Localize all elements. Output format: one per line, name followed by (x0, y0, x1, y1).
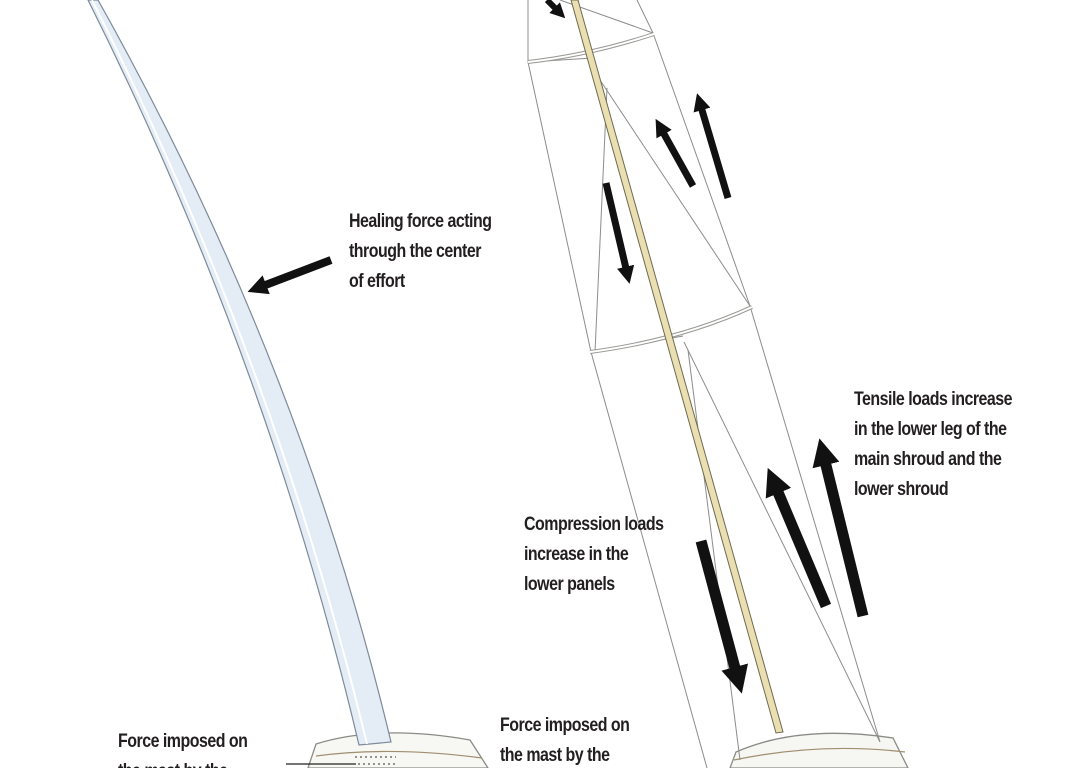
left-mast-base-fitting (355, 756, 396, 765)
force-on-mast-right-label: Force imposed on the mast by the (500, 711, 630, 768)
right-rig-figure (527, 0, 909, 768)
compression-loads-label-line-1: Compression loads (524, 514, 664, 535)
compression-loads-label: Compression loads increase in the lower … (524, 510, 664, 600)
tensile-loads-label-line-3: main shroud and the (854, 449, 1002, 470)
force-on-mast-right-line-2: the mast by the (500, 745, 610, 766)
left-mast-figure (87, 0, 489, 768)
force-on-mast-left-line-2: the mast by the (118, 757, 247, 768)
healing-force-label: Healing force acting through the center … (349, 207, 492, 297)
lower-tensile-arrow-right (812, 438, 869, 618)
force-on-mast-left-line-1: Force imposed on (118, 731, 248, 752)
healing-force-label-line-3: of effort (349, 271, 405, 292)
healing-force-label-line-1: Healing force acting (349, 211, 492, 232)
tensile-loads-label-line-2: in the lower leg of the (854, 419, 1007, 440)
rigging-lines (527, 0, 881, 768)
left-hull-edge (315, 750, 483, 759)
tensile-loads-label: Tensile loads increase in the lower leg … (854, 385, 1013, 505)
force-on-mast-right-line-1: Force imposed on (500, 715, 630, 736)
right-mast (570, 0, 784, 734)
left-bent-mast (87, 0, 392, 746)
lower-spreader-edge (589, 306, 753, 353)
compression-loads-label-line-3: lower panels (524, 574, 615, 595)
upper-tensile-arrow-right (693, 93, 732, 199)
top-compression-arrow (544, 0, 566, 19)
tensile-loads-label-line-1: Tensile loads increase (854, 389, 1013, 410)
right-hull (729, 732, 909, 768)
upper-compression-arrow (602, 182, 635, 284)
upper-tensile-arrow-left (655, 118, 697, 188)
force-on-mast-left-label: Force imposed on the mast by the (118, 727, 248, 768)
tensile-loads-label-line-4: lower shroud (854, 479, 949, 500)
left-mast-highlight (91, 0, 368, 745)
healing-force-arrow (247, 256, 333, 295)
lower-tensile-arrow-left (765, 467, 832, 609)
right-hull-edge (733, 747, 906, 761)
healing-force-label-line-2: through the center (349, 241, 481, 262)
compression-loads-label-line-2: increase in the (524, 544, 629, 565)
left-hull-deck (307, 732, 489, 768)
lower-compression-arrow (695, 539, 749, 694)
